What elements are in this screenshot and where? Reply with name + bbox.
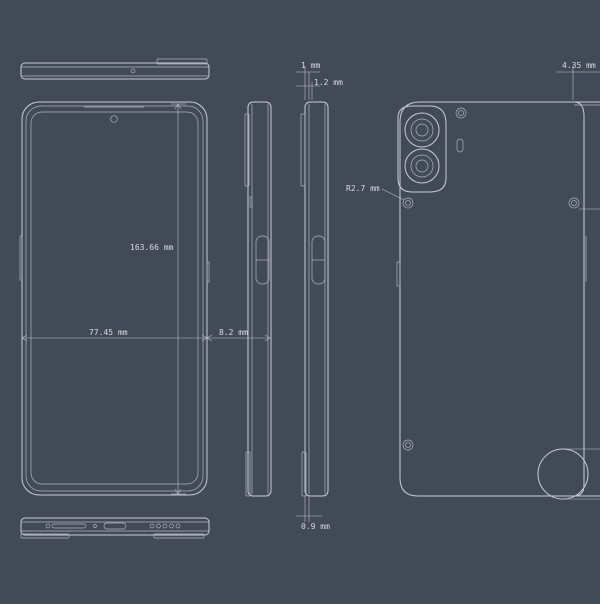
bottom-edge-view <box>20 517 210 539</box>
camera-bump-profile <box>244 113 250 187</box>
top-microphone-hole <box>130 68 136 74</box>
frame-edge-label: 1 mm <box>301 61 320 70</box>
back-screws <box>402 107 580 451</box>
screw-left-lower <box>402 439 414 451</box>
bottom-edge-label: 0.9 mm <box>301 522 330 531</box>
thickness-dimension: 8.2 mm <box>206 327 271 342</box>
flash-icon <box>456 138 464 153</box>
screw-left-upper <box>402 197 414 209</box>
top-edge-view <box>20 58 210 80</box>
frame-offset-label: 1.2 mm <box>314 78 343 87</box>
side-view-left <box>244 101 272 497</box>
back-side-button <box>396 261 401 287</box>
back-view: R2.7 mm 4.35 mm <box>346 61 600 500</box>
usb-c-port <box>103 522 127 530</box>
screw-right-upper <box>568 197 580 209</box>
screw-radius-label: R2.7 mm <box>346 184 380 193</box>
height-label: 163.66 mm <box>130 243 174 252</box>
rear-led-ring <box>537 448 589 500</box>
sim-tray <box>51 523 87 529</box>
front-view: 163.66 mm 77.45 mm <box>19 101 210 496</box>
display-area <box>30 111 199 485</box>
screw-top-center <box>455 107 467 119</box>
front-inner-frame <box>25 105 204 492</box>
front-right-button <box>206 261 210 283</box>
side-view-right: 1 mm 1.2 mm 0.9 mm <box>296 61 343 531</box>
camera-module <box>397 105 464 193</box>
speaker-grille <box>149 523 181 529</box>
width-label: 77.45 mm <box>89 328 128 337</box>
ultrawide-camera-lens-ring <box>404 148 440 184</box>
front-left-button <box>19 235 23 281</box>
front-camera-punch-hole <box>110 115 118 123</box>
thickness-label: 8.2 mm <box>219 328 248 337</box>
front-outer-frame <box>21 101 208 496</box>
camera-offset-label: 4.35 mm <box>562 61 596 70</box>
main-camera-lens-ring <box>404 112 440 148</box>
